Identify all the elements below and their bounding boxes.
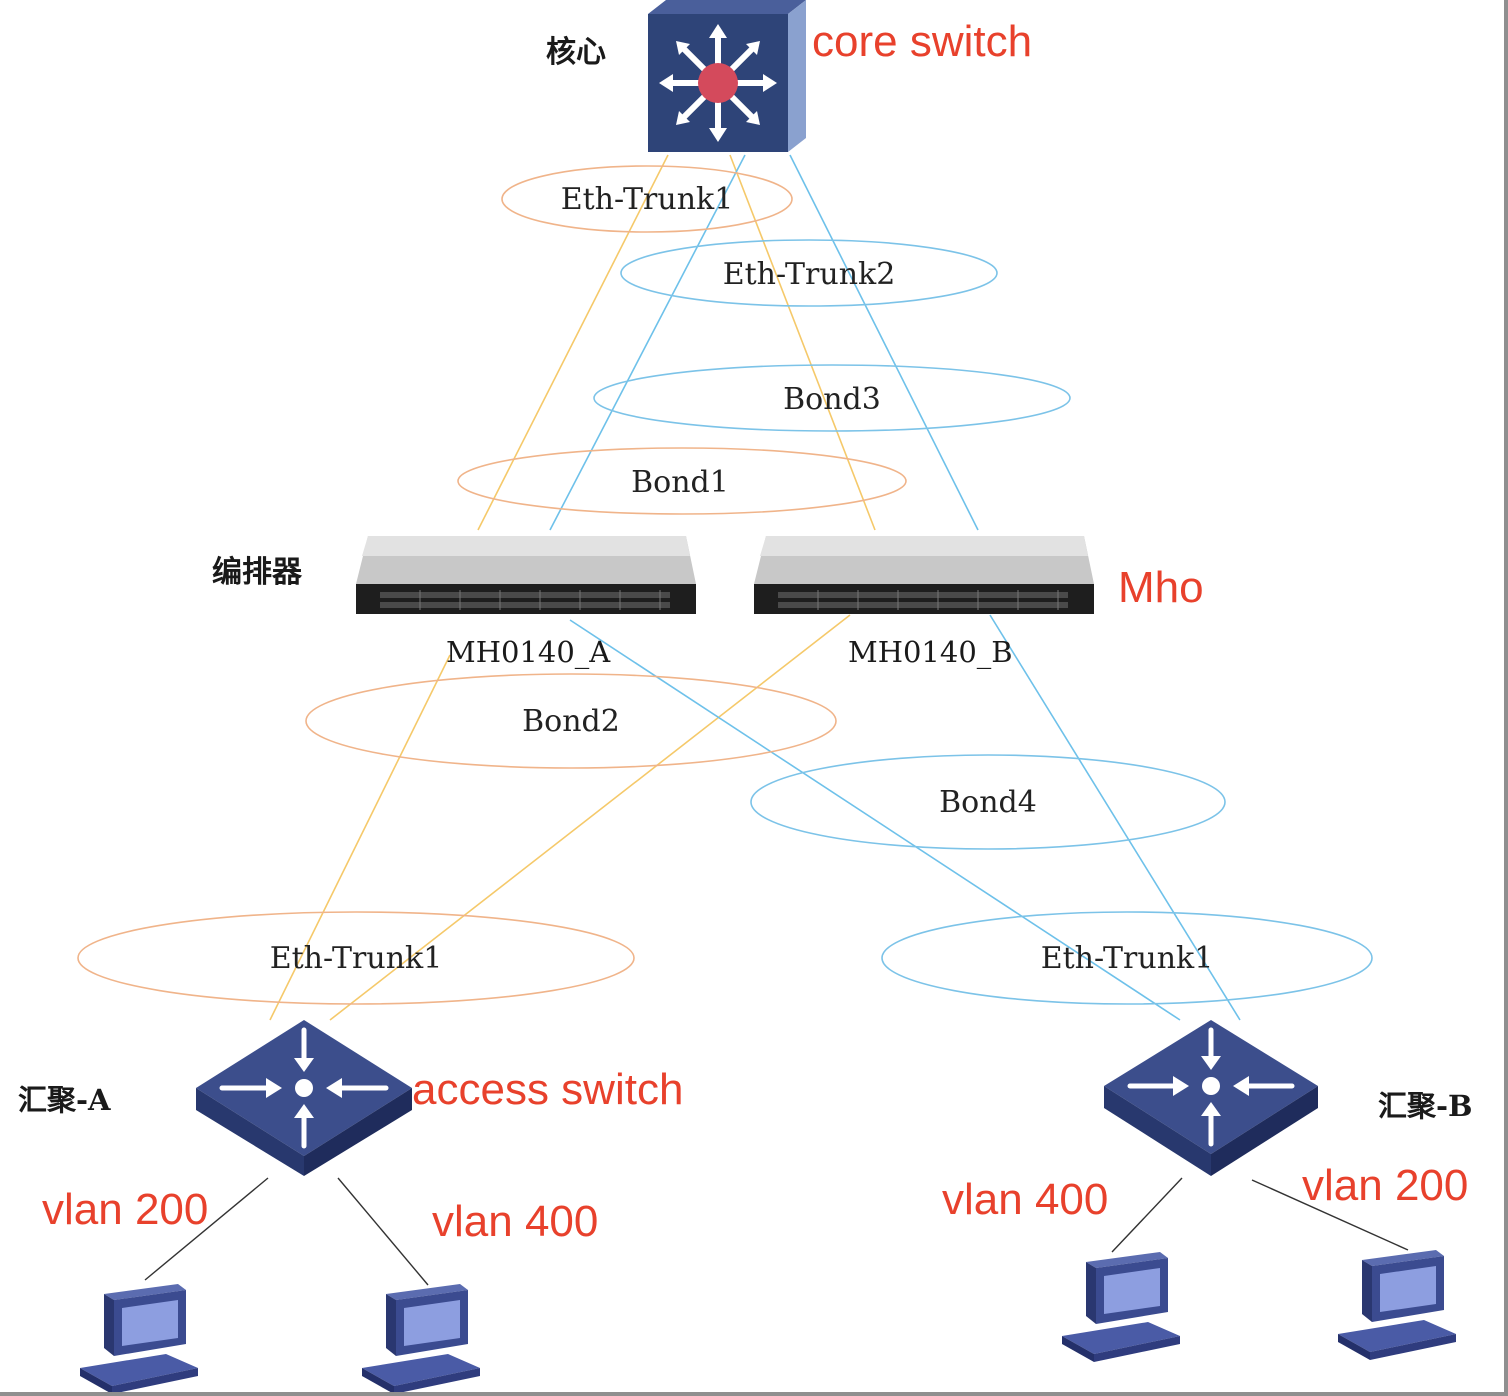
link-mha-aggb-blue bbox=[569, 619, 1181, 1021]
core-switch-icon bbox=[648, 0, 806, 152]
vlan-b-right-annotation: vlan 200 bbox=[1302, 1161, 1468, 1210]
ellipse-bottom-right-eth-trunk1 bbox=[881, 911, 1373, 1005]
link-agga-host1 bbox=[144, 1177, 269, 1281]
label-top-eth-trunk1: Eth-Trunk1 bbox=[561, 182, 734, 217]
orchestrator-b-icon bbox=[754, 536, 1094, 614]
access-switch-b-icon bbox=[1104, 1020, 1318, 1176]
access-switch-annotation: access switch bbox=[412, 1065, 683, 1114]
label-bottom-right-eth-trunk1: Eth-Trunk1 bbox=[1041, 941, 1214, 976]
link-mhb-agga-orange bbox=[329, 614, 851, 1021]
link-core-mha-blue bbox=[549, 154, 746, 531]
link-agga-host2 bbox=[337, 1177, 429, 1286]
ellipse-bottom-left-eth-trunk1 bbox=[77, 911, 635, 1005]
link-aggb-host2 bbox=[1251, 1179, 1409, 1251]
ellipse-top-eth-trunk1 bbox=[501, 165, 793, 233]
label-bond1: Bond1 bbox=[631, 465, 729, 500]
host-a1-computer-icon bbox=[80, 1284, 198, 1392]
link-core-mha-orange bbox=[477, 154, 669, 531]
window-bottom-edge bbox=[0, 1392, 1508, 1396]
link-aggb-host1 bbox=[1111, 1177, 1183, 1253]
ellipse-bond3 bbox=[593, 364, 1071, 432]
vlan-b-left-annotation: vlan 400 bbox=[942, 1175, 1108, 1224]
link-core-mhb-blue bbox=[789, 154, 979, 531]
device-labels: 核心 编排器 MH0140_A MH0140_B 汇聚-A 汇聚-B bbox=[18, 35, 1473, 1123]
host-b2-computer-icon bbox=[1338, 1250, 1456, 1360]
link-mha-agga-orange bbox=[269, 654, 451, 1021]
bundle-labels: Eth-Trunk1 Eth-Trunk2 Bond3 Bond1 Bond2 … bbox=[270, 182, 1214, 976]
mh0140-b-label: MH0140_B bbox=[848, 635, 1013, 670]
ellipse-bond4 bbox=[750, 754, 1226, 850]
bundle-ellipses bbox=[77, 165, 1373, 1005]
link-mhb-aggb-blue bbox=[989, 614, 1241, 1021]
label-bottom-left-eth-trunk1: Eth-Trunk1 bbox=[270, 941, 443, 976]
ellipse-bond2 bbox=[305, 673, 837, 769]
orchestrator-chinese-label: 编排器 bbox=[212, 555, 303, 590]
host-a2-computer-icon bbox=[362, 1284, 480, 1392]
ellipse-bond1 bbox=[457, 447, 907, 515]
annotations: core switch Mho access switch vlan 200 v… bbox=[42, 17, 1468, 1246]
ellipse-top-eth-trunk2 bbox=[620, 239, 998, 307]
access-switch-a-icon bbox=[196, 1020, 412, 1176]
aggregation-b-label: 汇聚-B bbox=[1378, 1089, 1473, 1123]
label-top-eth-trunk2: Eth-Trunk2 bbox=[723, 257, 896, 292]
mh0140-a-label: MH0140_A bbox=[446, 635, 611, 670]
mho-annotation: Mho bbox=[1118, 563, 1204, 612]
core-switch-annotation: core switch bbox=[812, 17, 1032, 66]
links bbox=[144, 154, 1409, 1286]
core-chinese-label: 核心 bbox=[546, 35, 606, 70]
orchestrator-a-icon bbox=[356, 536, 696, 614]
link-core-mhb-orange bbox=[729, 154, 876, 531]
label-bond3: Bond3 bbox=[783, 382, 881, 417]
window-right-edge bbox=[1504, 0, 1508, 1396]
aggregation-a-label: 汇聚-A bbox=[18, 1083, 111, 1117]
vlan-a-left-annotation: vlan 200 bbox=[42, 1185, 208, 1234]
vlan-a-right-annotation: vlan 400 bbox=[432, 1197, 598, 1246]
label-bond2: Bond2 bbox=[522, 704, 620, 739]
host-b1-computer-icon bbox=[1062, 1252, 1180, 1362]
label-bond4: Bond4 bbox=[939, 785, 1037, 820]
